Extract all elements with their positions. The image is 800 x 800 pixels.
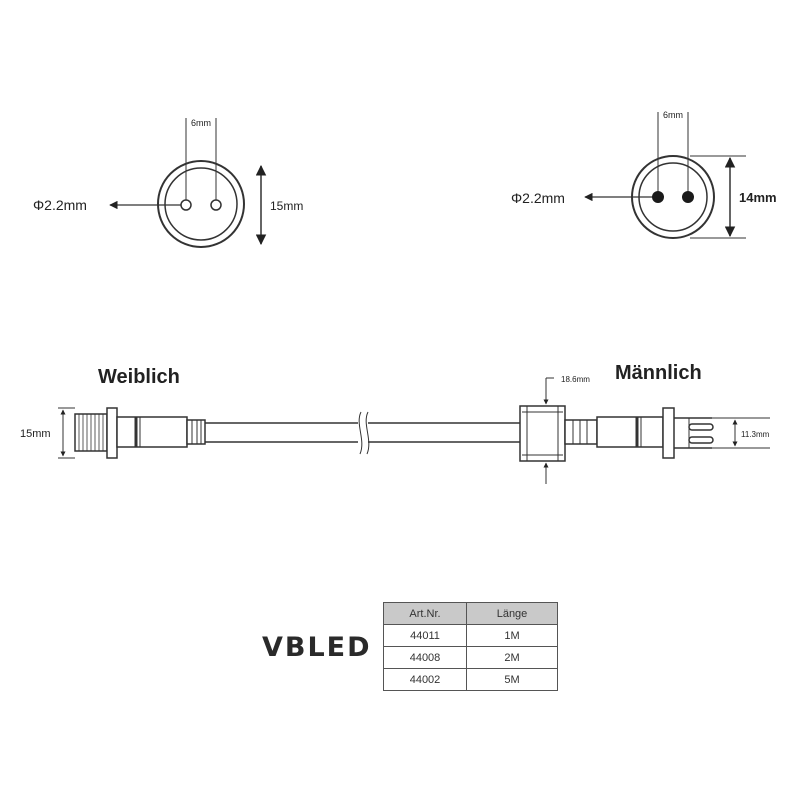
female-flange: [106, 407, 118, 459]
male-flange: [662, 407, 675, 459]
female-height-label: 15mm: [20, 428, 51, 440]
cell-art-nr: 44002: [383, 668, 467, 691]
cell-art-nr: 44011: [383, 624, 467, 647]
female-pitch-label: 6mm: [191, 118, 211, 128]
female-socket-face: [109, 118, 267, 248]
male-diameter-label: 14mm: [739, 190, 777, 205]
cell-laenge: 1M: [466, 624, 558, 647]
article-table: Art.Nr. Länge 44011 1M 44008 2M 44002 5M: [383, 602, 558, 691]
male-strain-relief: [564, 419, 598, 445]
male-pins: [674, 417, 712, 449]
cell-laenge: 5M: [466, 668, 558, 691]
plug-height-label: 11.3mm: [741, 430, 770, 439]
male-pin-diameter-label: Φ2.2mm: [511, 190, 565, 206]
header-art-nr: Art.Nr.: [383, 602, 467, 625]
header-laenge: Länge: [466, 602, 558, 625]
cable-dimensions: [58, 377, 770, 484]
cable-assembly: [74, 405, 714, 462]
female-strain-relief: [186, 419, 206, 445]
female-diameter-label: 15mm: [270, 199, 303, 213]
table-row: 44008 2M: [383, 646, 558, 669]
female-body: [116, 416, 188, 448]
table-header-row: Art.Nr. Länge: [383, 602, 558, 625]
table-row: 44011 1M: [383, 624, 558, 647]
table-row: 44002 5M: [383, 668, 558, 691]
female-title: Weiblich: [98, 366, 180, 388]
nut-width-label: 18.6mm: [561, 375, 590, 384]
male-plug-face: [584, 112, 746, 239]
male-pitch-label: 6mm: [663, 110, 683, 120]
cell-laenge: 2M: [466, 646, 558, 669]
male-body: [596, 416, 664, 448]
brand-logo: VBLED: [262, 632, 372, 663]
female-pin-diameter-label: Φ2.2mm: [33, 197, 87, 213]
cell-art-nr: 44008: [383, 646, 467, 669]
male-title: Männlich: [615, 362, 702, 384]
